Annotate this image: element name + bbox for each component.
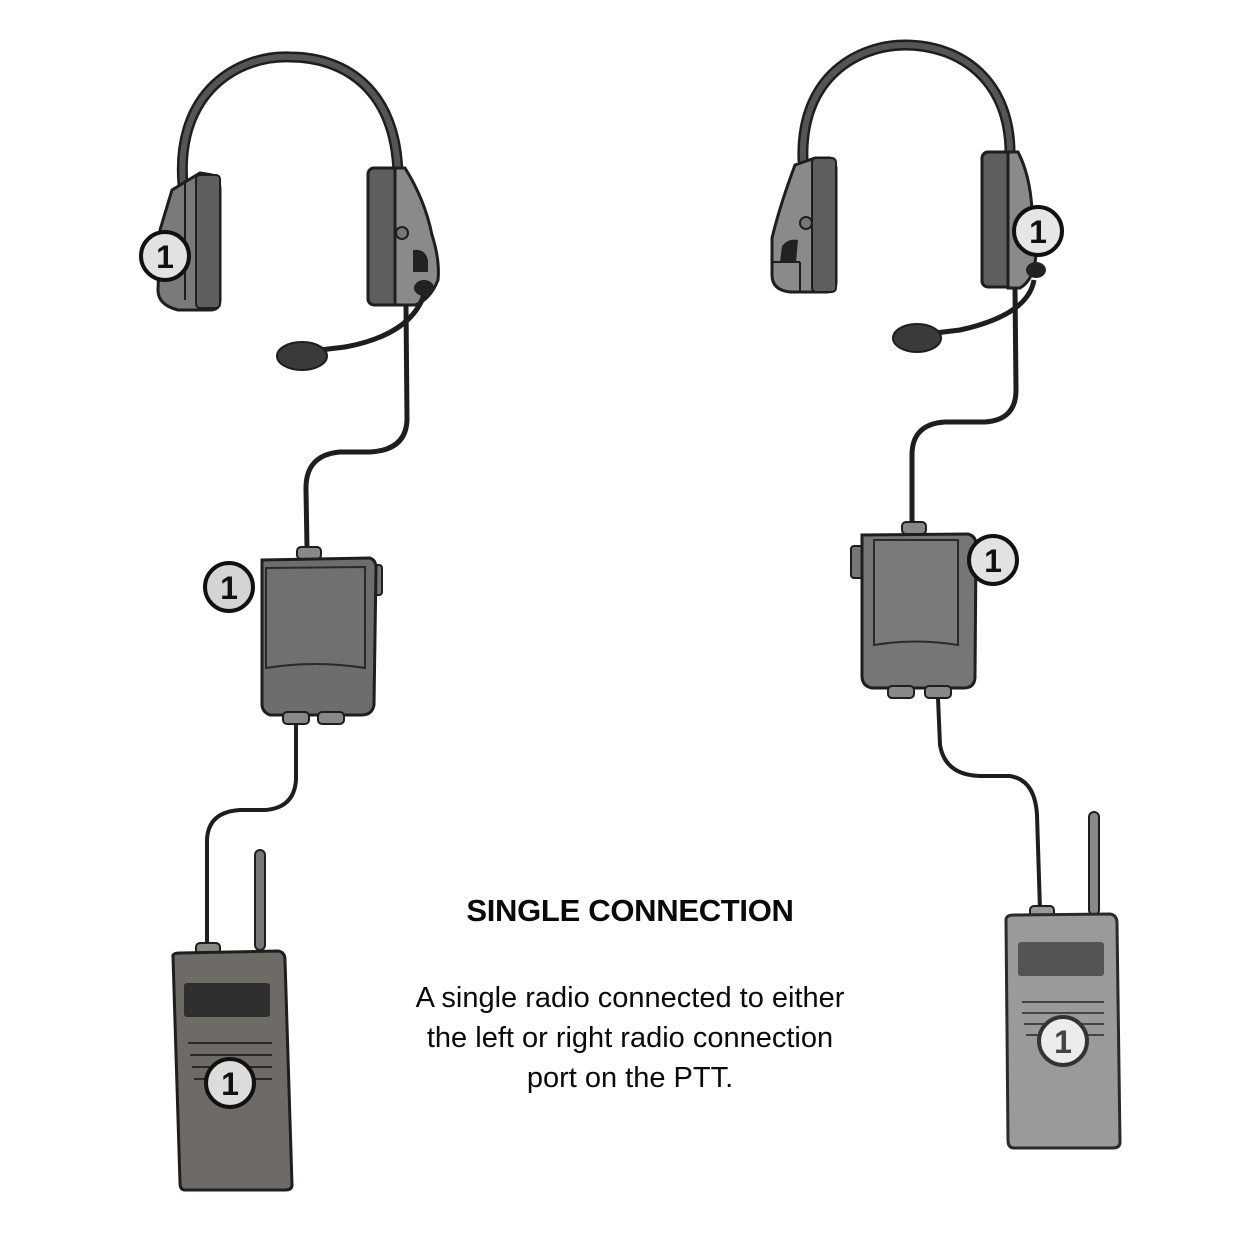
description-line: port on the PTT. [526,1062,734,1094]
right-ptt-badge: 1 [967,534,1019,586]
right-headset-cable [909,287,1019,525]
right-radio-cable [936,697,1042,911]
right-setup: 1 1 1 [770,39,1122,1150]
left-ptt-box-icon [260,546,383,725]
right-headset-left-earcup-icon [770,156,838,294]
right-headset-badge: 1 [1012,205,1064,257]
right-microphone-icon [892,323,942,353]
description-line: the left or right radio connection [426,1022,834,1054]
left-radio-badge: 1 [204,1057,256,1109]
left-setup: 1 1 1 [139,51,440,1192]
svg-text:1: 1 [220,570,238,606]
svg-text:1: 1 [221,1066,239,1102]
right-radio-icon [1004,811,1122,1150]
svg-text:1: 1 [1054,1024,1072,1060]
svg-text:1: 1 [984,543,1002,579]
left-ptt-badge: 1 [203,561,255,613]
svg-text:1: 1 [156,239,174,275]
right-headband-icon [797,39,1016,166]
left-radio-icon [171,849,294,1192]
left-headset-badge: 1 [139,230,191,282]
left-radio-cable [205,724,298,945]
svg-text:1: 1 [1029,214,1047,250]
left-headset-cable [303,304,410,549]
diagram-description: A single radio connected to either the l… [350,978,910,1098]
right-radio-badge: 1 [1037,1015,1089,1067]
diagram-title: SINGLE CONNECTION [466,893,794,928]
left-headband-icon [176,51,404,191]
description-line: A single radio connected to either [415,982,845,1014]
left-headset-right-earcup-icon [366,166,440,307]
left-microphone-icon [276,341,328,371]
right-ptt-box-icon [850,521,978,699]
